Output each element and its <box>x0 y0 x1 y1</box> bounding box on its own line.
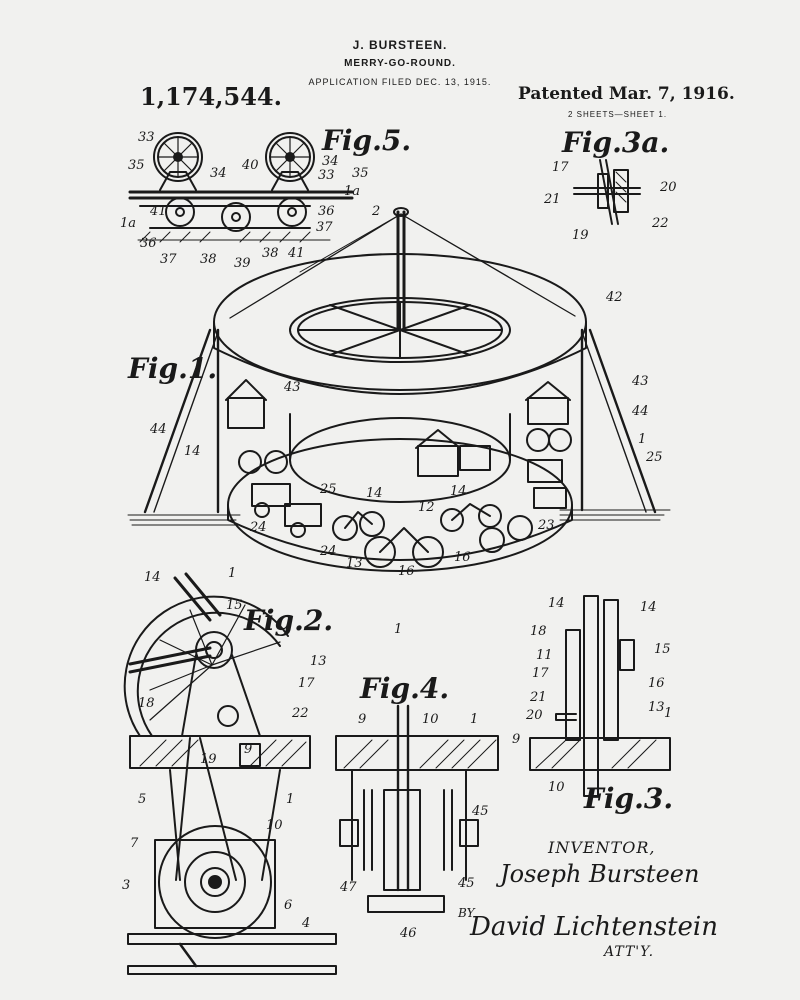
ref-numeral: 14 <box>450 484 467 499</box>
ref-numeral: 16 <box>398 564 415 579</box>
ref-numeral: 47 <box>340 880 357 895</box>
ref-numeral: 38 <box>262 246 279 261</box>
ref-numeral: 14 <box>144 570 161 585</box>
ref-numeral: 33 <box>138 130 155 145</box>
ref-numeral: 10 <box>266 818 283 833</box>
ref-numeral: 22 <box>292 706 309 721</box>
ref-numeral: 9 <box>244 742 252 757</box>
inventor-label: INVENTOR, <box>548 838 655 857</box>
ref-numeral: 43 <box>632 374 649 389</box>
ref-numeral: 1a <box>344 184 360 199</box>
ref-numeral: 16 <box>648 676 665 691</box>
ref-numeral: 14 <box>548 596 565 611</box>
ref-numeral: 13 <box>346 556 363 571</box>
ref-numeral: 38 <box>200 252 217 267</box>
ref-numeral: 46 <box>400 926 417 941</box>
ref-numeral: 6 <box>284 898 292 913</box>
ref-numeral: 5 <box>138 792 146 807</box>
ref-numeral: 15 <box>226 598 243 613</box>
ref-numeral: 13 <box>648 700 665 715</box>
ref-numeral: 20 <box>660 180 677 195</box>
ref-numeral: 1 <box>470 712 478 727</box>
ref-numeral: 18 <box>138 696 155 711</box>
ref-numeral: 21 <box>530 690 547 705</box>
attorney-label: ATT'Y. <box>604 944 654 960</box>
ref-numeral: 36 <box>318 204 335 219</box>
ref-numeral: 34 <box>322 154 339 169</box>
ref-numeral: 42 <box>606 290 623 305</box>
ref-numeral: 14 <box>366 486 383 501</box>
ref-numeral: 44 <box>632 404 649 419</box>
ref-numeral: 37 <box>316 220 333 235</box>
ref-numeral: 39 <box>234 256 251 271</box>
ref-numeral: 43 <box>284 380 301 395</box>
ref-numeral: 41 <box>150 204 167 219</box>
fig3a-title: Fig.3a. <box>562 126 669 159</box>
ref-numeral: 41 <box>288 246 305 261</box>
ref-numeral: 14 <box>184 444 201 459</box>
ref-numeral: 1 <box>638 432 646 447</box>
ref-numeral: 25 <box>646 450 663 465</box>
ref-numeral: 40 <box>242 158 259 173</box>
ref-numeral: 24 <box>320 544 337 559</box>
ref-numeral: 2 <box>372 204 380 219</box>
ref-numeral: 18 <box>530 624 547 639</box>
ref-numeral: 1 <box>228 566 236 581</box>
ref-numeral: 1 <box>664 706 672 721</box>
ref-numeral: 10 <box>422 712 439 727</box>
ref-numeral: 35 <box>352 166 369 181</box>
ref-numeral: 14 <box>640 600 657 615</box>
fig3-drawing <box>530 596 670 796</box>
ref-numeral: 45 <box>472 804 489 819</box>
attorney-signature: David Lichtenstein <box>470 912 718 942</box>
ref-numeral: 24 <box>250 520 267 535</box>
fig3-title: Fig.3. <box>584 782 673 815</box>
fig4-title: Fig.4. <box>360 672 449 705</box>
ref-numeral: 15 <box>654 642 671 657</box>
ref-numeral: 9 <box>358 712 366 727</box>
ref-numeral: 17 <box>298 676 315 691</box>
ref-numeral: 23 <box>538 518 555 533</box>
ref-numeral: 37 <box>160 252 177 267</box>
ref-numeral: 19 <box>200 752 217 767</box>
ref-numeral: 16 <box>454 550 471 565</box>
ref-numeral: 13 <box>310 654 327 669</box>
ref-numeral: 44 <box>150 422 167 437</box>
ref-numeral: 35 <box>128 158 145 173</box>
ref-numeral: 20 <box>526 708 543 723</box>
ref-numeral: 17 <box>552 160 569 175</box>
ref-numeral: 36 <box>140 236 157 251</box>
ref-numeral: 45 <box>458 876 475 891</box>
ref-numeral: 7 <box>130 836 138 851</box>
ref-numeral: 1 <box>286 792 294 807</box>
ref-numeral: 19 <box>572 228 589 243</box>
ref-numeral: 1 <box>394 622 402 637</box>
fig5-title: Fig.5. <box>322 124 411 157</box>
inventor-signature: Joseph Bursteen <box>500 860 699 888</box>
ref-numeral: 1a <box>120 216 136 231</box>
ref-numeral: 33 <box>318 168 335 183</box>
ref-numeral: 11 <box>536 648 553 663</box>
ref-numeral: 17 <box>532 666 549 681</box>
ref-numeral: 21 <box>544 192 561 207</box>
fig2-title: Fig.2. <box>244 604 333 637</box>
fig3a-drawing <box>574 160 640 224</box>
ref-numeral: 9 <box>512 732 520 747</box>
fig1-title: Fig.1. <box>128 352 217 385</box>
ref-numeral: 3 <box>122 878 130 893</box>
ref-numeral: 34 <box>210 166 227 181</box>
ref-numeral: 25 <box>320 482 337 497</box>
ref-numeral: 10 <box>548 780 565 795</box>
ref-numeral: 22 <box>652 216 669 231</box>
ref-numeral: 12 <box>418 500 435 515</box>
ref-numeral: 4 <box>302 916 310 931</box>
